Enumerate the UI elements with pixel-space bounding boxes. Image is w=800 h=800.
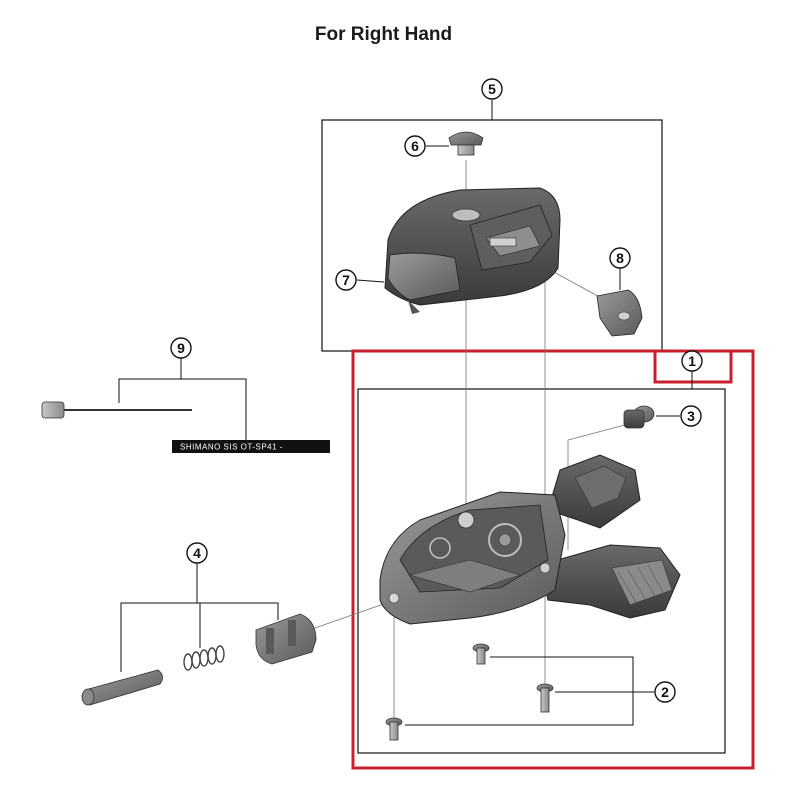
top-cover-part-7 <box>384 187 561 314</box>
callout-2: 2 <box>654 681 676 703</box>
svg-text:1: 1 <box>688 353 696 369</box>
highlight-box-1 <box>351 349 755 770</box>
svg-text:4: 4 <box>193 545 201 561</box>
screw-part-2-a <box>472 643 490 665</box>
cable-housing-part-9: SHIMANO SIS OT-SP41 - <box>172 440 330 453</box>
svg-text:9: 9 <box>177 340 185 356</box>
leader-7 <box>356 279 385 283</box>
screw-part-6 <box>448 131 484 156</box>
callout-7: 7 <box>335 269 357 291</box>
adjust-nut-part-4 <box>255 613 317 665</box>
callout-6: 6 <box>404 135 426 157</box>
group-box-1 <box>357 388 726 754</box>
leader-2-bracket <box>405 656 654 726</box>
callout-5: 5 <box>481 78 503 100</box>
callout-4: 4 <box>186 542 208 564</box>
bushing-part-3 <box>623 405 655 429</box>
callout-8: 8 <box>609 247 631 269</box>
shifter-assembly-part-1 <box>379 454 681 625</box>
leader-4-bracket <box>120 563 279 672</box>
callout-3: 3 <box>680 405 702 427</box>
clip-part-8 <box>596 289 643 337</box>
callout-9: 9 <box>170 337 192 359</box>
svg-text:7: 7 <box>342 272 350 288</box>
guide-line-3 <box>567 424 626 441</box>
cable-housing-label: SHIMANO SIS OT-SP41 - <box>180 443 283 452</box>
leader-9-bracket <box>118 358 247 440</box>
spring-part-4 <box>183 645 225 671</box>
inner-cable-part-9 <box>41 401 192 419</box>
svg-text:5: 5 <box>488 81 496 97</box>
callout-1: 1 <box>681 350 703 372</box>
svg-text:8: 8 <box>616 250 624 266</box>
svg-text:6: 6 <box>411 138 419 154</box>
diagram-title: For Right Hand <box>314 24 453 45</box>
screw-part-2-b <box>536 683 554 713</box>
svg-text:3: 3 <box>687 408 695 424</box>
svg-text:2: 2 <box>661 684 669 700</box>
adjust-barrel-part-4 <box>81 669 163 706</box>
screw-part-2-c <box>385 717 403 741</box>
